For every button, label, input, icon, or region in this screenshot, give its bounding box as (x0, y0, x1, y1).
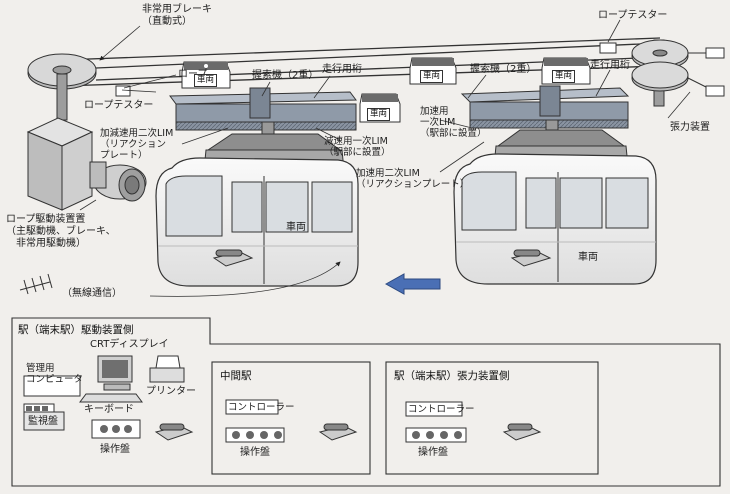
label-radio: （無線通信） (62, 288, 122, 299)
tension-bullwheel (631, 39, 725, 107)
label-secondary-lim: 加減速用二次LIM （リアクション プレート） (100, 128, 174, 161)
label-traveling-girder-2: 走行用桁 (590, 60, 630, 71)
rope-tester-left (115, 85, 131, 97)
mgmt-pc-box (23, 375, 81, 397)
label-rope: ロープ (178, 69, 208, 80)
label-tension-device: 張力装置 (670, 122, 710, 133)
label-printer: プリンター (146, 386, 196, 397)
vehicle-right (453, 119, 657, 285)
operation-panel-middle (225, 427, 285, 443)
label-secondary-lim-2: 加速用二次LIM （リアクションプレート） (356, 168, 470, 190)
controller-middle (225, 399, 279, 415)
rope-drive-unit (26, 117, 147, 211)
label-operation-panel-middle: 操作盤 (240, 447, 270, 458)
monitor-panel (23, 403, 65, 431)
direction-arrow (384, 273, 441, 295)
vehicle-phone-right (510, 249, 552, 267)
phone-tension (502, 423, 542, 441)
label-monitor-panel: 監視盤 (28, 416, 58, 427)
rope-tester-top (599, 42, 617, 54)
leader-lines (79, 19, 691, 297)
label-controller-middle: コントローラー (228, 402, 295, 413)
label-primary-lim-2: 加速用 一次LIM （駅部に設置） (420, 106, 487, 139)
label-vehicle-big-2: 車両 (578, 252, 598, 263)
label-crt: CRTディスプレイ (90, 339, 169, 350)
phone-drive (154, 423, 194, 441)
girder-right (460, 85, 630, 129)
tag-vehicle-4: 車両 (367, 108, 391, 121)
operation-panel-drive (91, 419, 141, 439)
controller-tension (405, 401, 463, 417)
label-rope-drive: ロープ駆動装置置 （主駆動機、ブレーキ、 非常用駆動機） (6, 214, 116, 249)
label-operation-panel-tension: 操作盤 (418, 447, 448, 458)
station-title-drive: 駅（端末駅）駆動装置側 (18, 324, 134, 336)
radio-antenna (19, 273, 53, 295)
keyboard (79, 393, 143, 403)
label-grip-double-2: 握索機（2重） (470, 64, 537, 75)
station-boxes (11, 317, 721, 487)
station-title-middle: 中間駅 (220, 370, 252, 382)
label-mgmt-pc: 管理用 コンピュータ (26, 363, 84, 385)
printer (149, 355, 185, 383)
label-rope-tester-left: ロープテスター (84, 100, 154, 111)
tag-vehicle-2: 車両 (420, 70, 444, 83)
label-vehicle-big-1: 車両 (286, 222, 306, 233)
station-title-tension: 駅（端末駅）張力装置側 (394, 370, 510, 382)
label-grip-double-1: 握索機（2重） (252, 70, 319, 81)
label-controller-tension: コントローラー (408, 404, 475, 415)
vehicle-left (155, 121, 359, 287)
tag-vehicle-1: 車両 (194, 74, 218, 87)
tag-vehicle-3: 車両 (552, 70, 576, 83)
label-keyboard: キーボード (84, 404, 134, 415)
vehicle-phone-left (212, 249, 254, 267)
operation-panel-tension (405, 427, 467, 443)
drive-bullwheel (27, 53, 97, 121)
label-emergency-brake: 非常用ブレーキ （直動式） (142, 4, 212, 27)
label-traveling-girder-1: 走行用桁 (322, 64, 362, 75)
label-rope-tester-top: ロープテスター (598, 10, 668, 21)
label-primary-lim-1: 減速用一次LIM （駅部に設置） (324, 136, 391, 158)
label-operation-panel-drive: 操作盤 (100, 444, 130, 455)
phone-middle (318, 423, 358, 441)
crt-computer (97, 355, 133, 391)
